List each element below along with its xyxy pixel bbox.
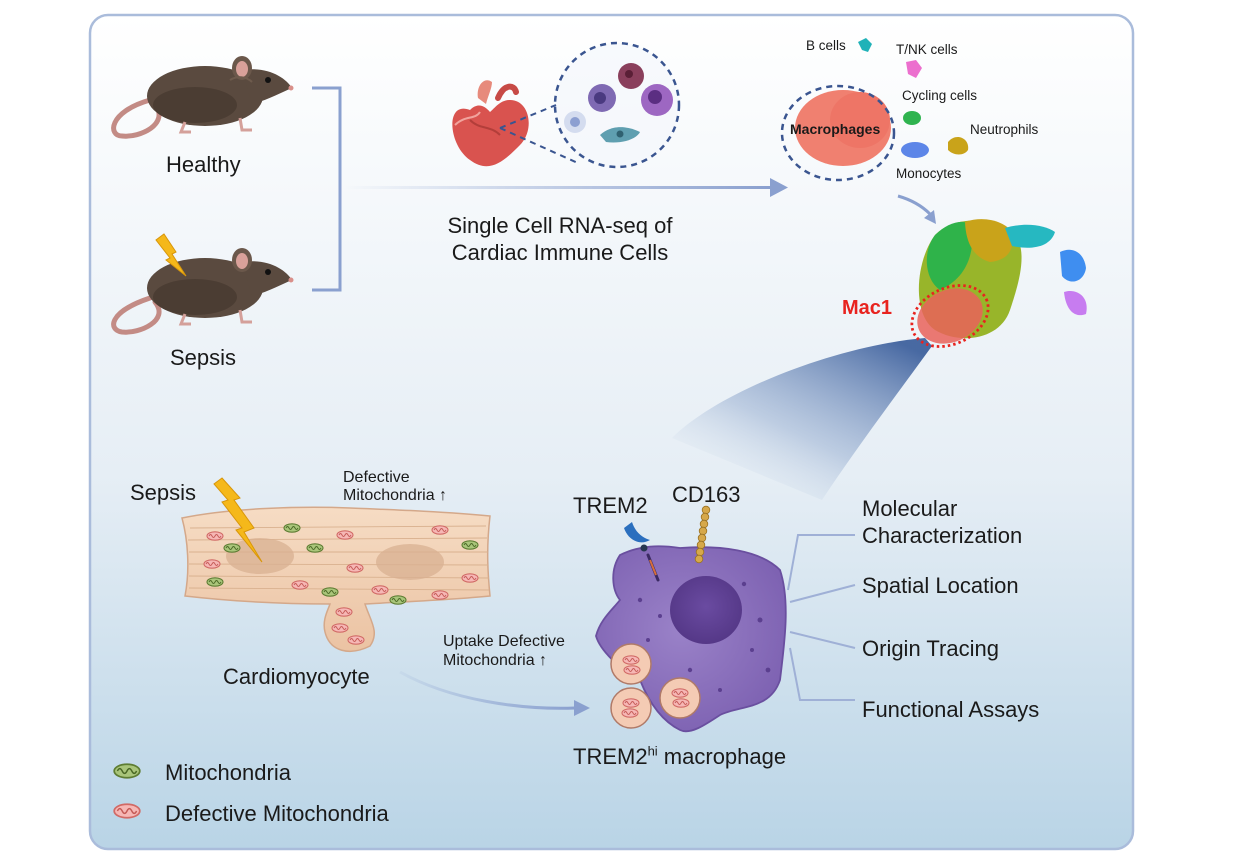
sepsis-mouse-label: Sepsis	[170, 345, 237, 370]
b-cells-label: B cells	[806, 38, 846, 53]
t-nk-cells-label: T/NK cells	[896, 42, 958, 57]
macrophage-label-superscript: hi	[647, 743, 658, 759]
legend-mitochondria-icon	[113, 763, 141, 779]
cd163-receptor-icon	[694, 505, 711, 564]
cd163-label: CD163	[672, 482, 741, 507]
subcluster-arrow	[897, 194, 936, 224]
scrnaseq-label-line1: Single Cell RNA-seq of	[447, 213, 673, 238]
healthy-label: Healthy	[166, 152, 241, 177]
zoom-beam	[672, 338, 932, 500]
legend-defective-mitochondria-label: Defective Mitochondria	[165, 801, 389, 826]
neutrophils-label: Neutrophils	[970, 122, 1039, 137]
zoom-line-bottom	[499, 127, 581, 165]
scrnaseq-label-line2: Cardiac Immune Cells	[451, 240, 669, 265]
analysis-connectors	[787, 534, 856, 701]
uptake-label-line1: Uptake Defective	[443, 633, 565, 650]
mac1-label: Mac1	[842, 297, 893, 319]
molecular-label-line1: Molecular	[862, 496, 958, 521]
scrnaseq-arrow	[345, 178, 788, 197]
umap-clusters	[795, 38, 969, 166]
mac1-highlight	[910, 284, 990, 348]
trem2hi-macrophage-label: TREM2hi macrophage	[573, 744, 786, 769]
cardiomyocyte-sepsis-label: Sepsis	[130, 480, 197, 505]
defective-mitochondria-label-line2: Mitochondria ↑	[343, 487, 448, 504]
immune-cells-icon	[564, 63, 673, 143]
uptake-arrow	[399, 670, 590, 716]
functional-assays-label: Functional Assays	[862, 697, 1040, 722]
cardiomyocyte-icon	[181, 506, 491, 652]
trem2-receptor-icon	[624, 522, 660, 582]
immune-cells-circle	[553, 41, 681, 169]
uptake-label-line2: Mitochondria ↑	[443, 652, 548, 669]
defective-mitochondria-label-line1: Defective	[343, 469, 410, 486]
monocytes-label: Monocytes	[896, 166, 962, 181]
healthy-mouse-icon	[111, 56, 294, 139]
engulfed-mitochondria-icon	[610, 643, 701, 729]
molecular-label-line2: Characterization	[862, 523, 1023, 548]
macrophage-subcluster-umap	[917, 219, 1087, 344]
cycling-cells-label: Cycling cells	[902, 88, 978, 103]
macrophages-circle	[780, 84, 896, 182]
heart-icon	[452, 80, 529, 167]
legend-defective-mitochondria-icon	[113, 803, 141, 819]
trem2-label: TREM2	[573, 493, 648, 518]
macrophage-label-prefix: TREM2	[573, 744, 648, 769]
origin-tracing-label: Origin Tracing	[862, 636, 999, 661]
lightning-icon	[213, 477, 263, 563]
macrophage-label-suffix: macrophage	[657, 744, 787, 769]
lightning-icon	[155, 233, 187, 277]
sepsis-mouse-icon	[111, 248, 294, 335]
cardiomyocyte-label: Cardiomyocyte	[223, 664, 370, 689]
spatial-location-label: Spatial Location	[862, 573, 1019, 598]
trem2hi-macrophage-icon	[595, 505, 787, 733]
legend-mitochondria-label: Mitochondria	[165, 760, 291, 785]
macrophages-label: Macrophages	[790, 121, 881, 137]
group-bracket	[312, 86, 342, 292]
